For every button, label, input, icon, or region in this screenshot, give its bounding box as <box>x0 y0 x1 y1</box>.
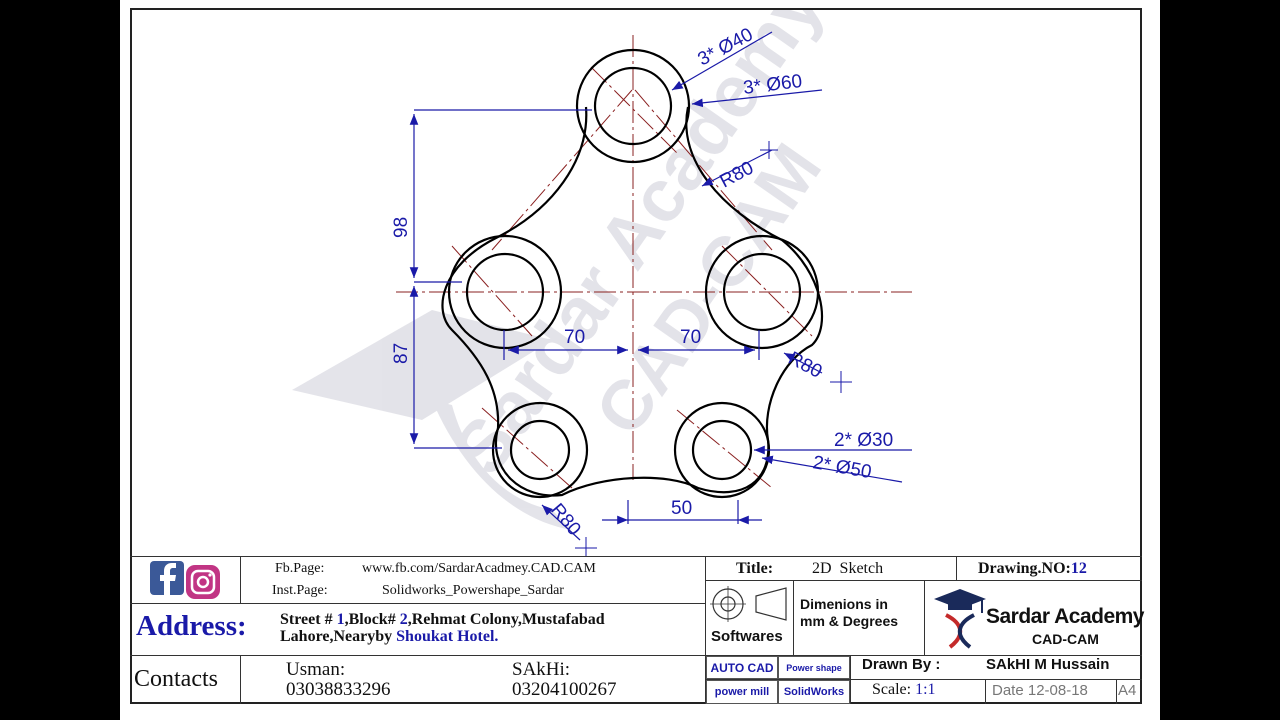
drawing-frame <box>130 8 1142 704</box>
dimension-lines <box>409 31 912 541</box>
social-icons <box>150 561 220 599</box>
dim-fillet-bottom: R80 <box>546 500 584 540</box>
title-value: 2D Sketch <box>812 560 884 577</box>
contacts-label: Contacts <box>134 666 218 692</box>
inst-page-label: Inst.Page: <box>272 583 328 598</box>
top-boss-hole <box>593 66 673 146</box>
dim-vertical-upper: 98 <box>391 217 412 238</box>
date: Date 12-08-18 <box>992 682 1088 699</box>
technical-drawing: Sardar Academy CAD-CAM <box>292 10 912 556</box>
dim-vertical-lower: 87 <box>391 343 412 364</box>
left-boss-outer <box>447 234 563 350</box>
powershape-tag[interactable]: Power shape <box>778 656 850 679</box>
dim-bottom-hole-inner: 2* Ø30 <box>834 430 893 451</box>
inst-page-link[interactable]: Solidworks_Powershape_Sardar <box>382 583 564 598</box>
instagram-icon[interactable] <box>186 565 220 599</box>
graduation-cap-icon <box>934 589 986 649</box>
dim-bottom-hole-outer: 2* Ø50 <box>811 452 873 483</box>
contact-1-phone[interactable]: 03038833296 <box>286 679 391 700</box>
drawing-sheet <box>120 0 1160 720</box>
units-line-1: Dimenions in <box>800 596 888 612</box>
facebook-icon[interactable] <box>150 561 184 595</box>
address-line-1: Street # 1,Block# 2,Rehmat Colony,Mustaf… <box>280 611 605 628</box>
logo-name: Sardar Academy <box>986 605 1144 628</box>
left-boss-hole <box>465 252 545 332</box>
centerlines <box>396 35 912 489</box>
bottom-left-hole <box>509 419 571 481</box>
contact-2-name: SAkHi: <box>512 659 571 680</box>
fb-page-link[interactable]: www.fb.com/SardarAcadmey.CAD.CAM <box>362 561 596 576</box>
address-label: Address: <box>136 610 247 642</box>
contact-1-name: Usman: <box>286 659 346 680</box>
outer-profile <box>441 106 824 497</box>
drawn-by-label: Drawn By : <box>862 656 941 673</box>
top-boss-outer <box>575 48 691 164</box>
radius-centers <box>575 141 852 556</box>
logo-sub: CAD-CAM <box>1032 631 1099 647</box>
bottom-left-boss-outer <box>491 401 589 499</box>
solidworks-tag[interactable]: SolidWorks <box>778 680 850 704</box>
right-boss-hole <box>722 252 802 332</box>
dim-horizontal-right: 70 <box>680 327 701 348</box>
dim-horizontal-left: 70 <box>564 327 585 348</box>
watermark-cap-icon <box>292 310 552 420</box>
address-line-2: Lahore,Nearyby Shoukat Hotel. <box>280 628 499 645</box>
units-line-2: mm & Degrees <box>800 613 899 629</box>
dim-fillet-right: R80 <box>785 348 826 383</box>
fb-page-label: Fb.Page: <box>275 561 325 576</box>
right-boss-outer <box>704 234 820 350</box>
bottom-right-hole <box>691 419 753 481</box>
drawn-by-value: SAkHI M Hussain <box>986 656 1110 673</box>
autocad-tag[interactable]: AUTO CAD <box>706 656 778 679</box>
watermark-swoosh <box>432 400 572 530</box>
drawing-no: Drawing.NO:12 <box>978 560 1087 577</box>
sheet-size: A4 <box>1118 682 1137 699</box>
contact-2-phone[interactable]: 03204100267 <box>512 679 617 700</box>
scale: Scale: 1:1 <box>872 681 936 698</box>
dim-horizontal-bottom: 50 <box>671 498 692 519</box>
projection-symbol-icon <box>710 586 787 622</box>
bosses <box>447 48 820 499</box>
softwares-label: Softwares <box>711 628 783 645</box>
powermill-tag[interactable]: power mill <box>706 680 778 704</box>
title-label: Title: <box>736 560 774 577</box>
